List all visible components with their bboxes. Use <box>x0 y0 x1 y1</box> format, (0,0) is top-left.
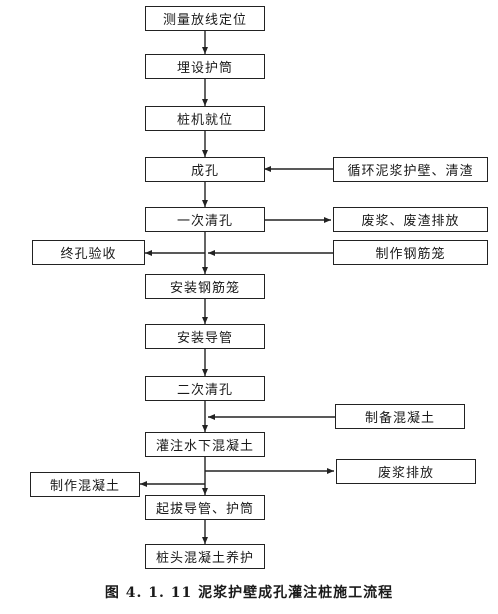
side-waste-slurry-residue: 废浆、废渣排放 <box>333 207 488 232</box>
side-label: 循环泥浆护壁、清渣 <box>347 164 474 179</box>
side-waste-slurry: 废浆排放 <box>336 459 476 484</box>
step-survey-positioning: 测量放线定位 <box>145 6 265 31</box>
step-drill-hole: 成孔 <box>145 157 265 182</box>
figure-caption: 图 4. 1. 11 泥浆护壁成孔灌注桩施工流程 <box>104 585 394 601</box>
side-label: 制作混凝土 <box>49 479 120 494</box>
step-label: 灌注水下混凝土 <box>155 439 254 454</box>
side-label: 制作钢筋笼 <box>375 247 446 262</box>
side-final-acceptance: 终孔验收 <box>32 240 145 265</box>
step-label: 安装导管 <box>176 331 233 346</box>
step-label: 起拔导管、护筒 <box>155 502 254 517</box>
step-bury-casing: 埋设护筒 <box>145 54 265 79</box>
step-rig-in-place: 桩机就位 <box>145 106 265 131</box>
step-pull-tremie-casing: 起拔导管、护筒 <box>145 495 265 520</box>
step-label: 桩机就位 <box>176 113 233 128</box>
step-pour-concrete: 灌注水下混凝土 <box>145 432 265 457</box>
step-label: 测量放线定位 <box>162 13 247 28</box>
side-label: 废浆、废渣排放 <box>361 214 460 229</box>
step-install-tremie: 安装导管 <box>145 324 265 349</box>
side-make-cage: 制作钢筋笼 <box>333 240 488 265</box>
step-first-cleaning: 一次清孔 <box>145 207 265 232</box>
step-label: 安装钢筋笼 <box>169 281 240 296</box>
step-pile-head-curing: 桩头混凝土养护 <box>145 544 265 569</box>
side-make-concrete: 制作混凝土 <box>30 472 140 497</box>
side-label: 制备混凝土 <box>364 411 435 426</box>
side-circulation-slurry: 循环泥浆护壁、清渣 <box>333 157 488 182</box>
step-label: 埋设护筒 <box>176 61 233 76</box>
step-label: 二次清孔 <box>176 383 233 398</box>
side-prepare-concrete: 制备混凝土 <box>335 404 465 429</box>
step-label: 一次清孔 <box>176 214 233 229</box>
step-second-cleaning: 二次清孔 <box>145 376 265 401</box>
step-label: 桩头混凝土养护 <box>155 551 254 566</box>
step-install-cage: 安装钢筋笼 <box>145 274 265 299</box>
step-label: 成孔 <box>190 164 219 179</box>
side-label: 废浆排放 <box>377 466 434 481</box>
side-label: 终孔验收 <box>60 247 117 262</box>
